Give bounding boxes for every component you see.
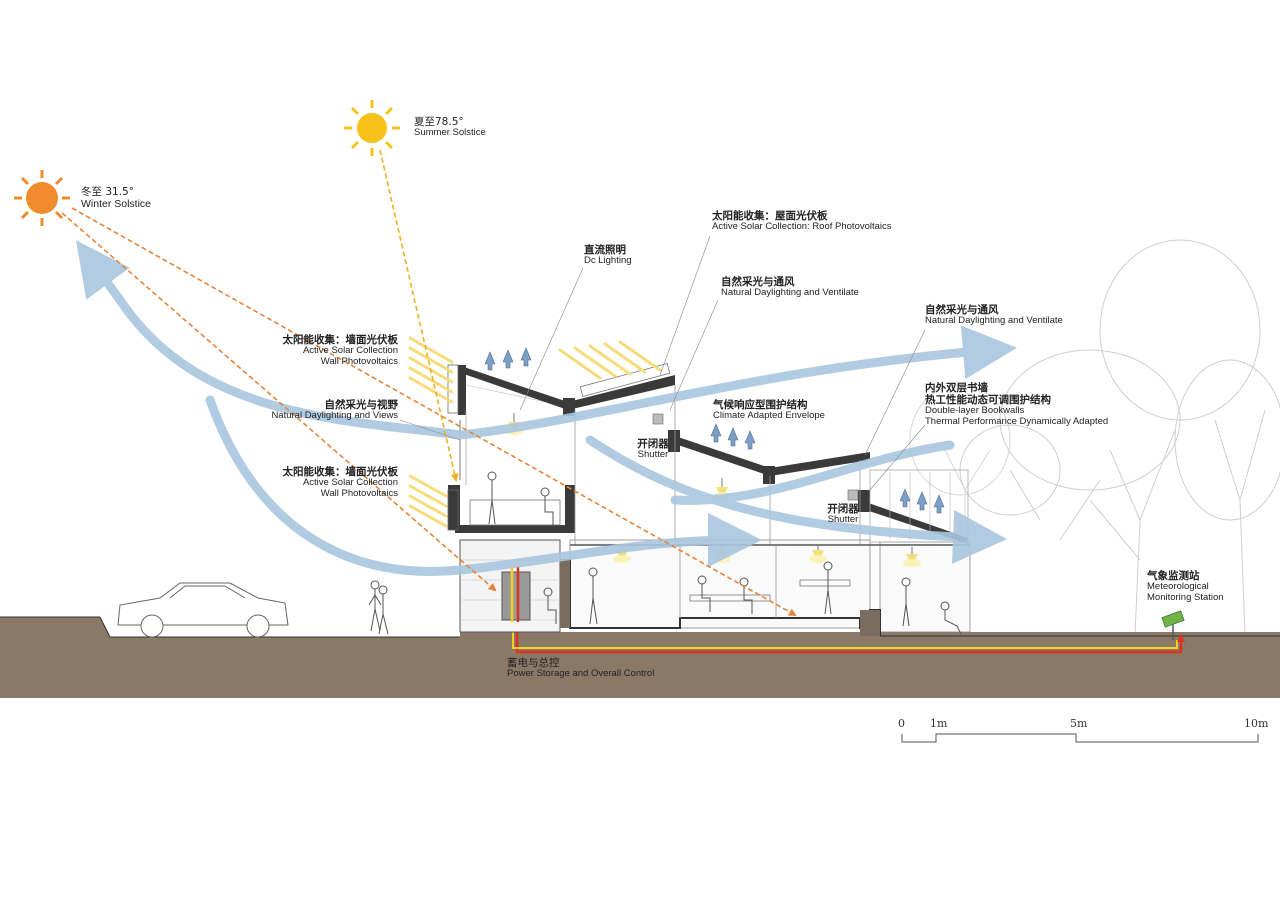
bookwalls-zh2: 热工性能动态可调围护结构 — [925, 394, 1051, 407]
scale-tick-5m: 5m — [1070, 717, 1088, 730]
wall-pv-2-en2: Wall Photovoltaics — [320, 487, 398, 499]
weather-station-icon — [1161, 610, 1185, 640]
power-storage-zh: 蓄电与总控 — [507, 657, 560, 669]
daylight-views-zh: 自然采光与视野 — [324, 399, 399, 411]
bookwalls-zh1: 内外双层书墙 — [925, 382, 988, 394]
shutter-2-zh: 开闭器 — [827, 503, 859, 515]
bookwalls-en1: Double-layer Bookwalls — [925, 405, 1025, 417]
roof-pv-en: Active Solar Collection: Roof Photovolta… — [712, 221, 892, 233]
wall-pv-label-2: 太阳能收集：墙面光伏板 Active Solar Collection Wall… — [250, 466, 399, 500]
daylight-views-en: Natural Daylighting and Views — [271, 410, 398, 422]
wall-pv-1-en2: Wall Photovoltaics — [320, 355, 398, 367]
daylight-vent-2-zh: 自然采光与通风 — [925, 304, 999, 316]
bookwalls-label: 内外双层书墙 热工性能动态可调围护结构 Double-layer Bookwal… — [925, 382, 1108, 428]
scale-tick-1m: 1m — [930, 717, 948, 730]
updraft-arrows — [484, 347, 945, 514]
airflow-arrows — [75, 240, 1017, 576]
winter-solstice-label: 冬至 31.5° Winter Solstice — [81, 186, 151, 210]
daylight-views-label: 自然采光与视野 Natural Daylighting and Views — [240, 399, 398, 422]
shutter-2-en: Shutter — [827, 514, 859, 526]
people — [368, 471, 962, 635]
shutter-label-1: 开闭器 Shutter — [630, 438, 676, 461]
power-storage-en: Power Storage and Overall Control — [507, 668, 655, 680]
climate-envelope-en: Climate Adapted Envelope — [713, 410, 825, 422]
daylight-vent-1-en: Natural Daylighting and Ventilate — [721, 287, 859, 299]
sun-ray-lines — [61, 149, 797, 616]
shutter-1-zh: 开闭器 — [637, 438, 669, 450]
summer-sun-icon — [344, 100, 400, 156]
scale-tick-10m: 10m — [1244, 717, 1269, 730]
bookwalls-en2: Thermal Performance Dynamically Adapted — [925, 416, 1109, 428]
dc-lighting-label: 直流照明 Dc Lighting — [584, 244, 632, 267]
daylight-vent-2-en: Natural Daylighting and Ventilate — [925, 315, 1063, 327]
wall-pv-2-en1: Active Solar Collection — [302, 477, 398, 489]
roof-pv-label: 太阳能收集：屋面光伏板 Active Solar Collection: Roo… — [712, 210, 892, 233]
wall-pv-label-1: 太阳能收集：墙面光伏板 Active Solar Collection Wall… — [250, 334, 399, 368]
shutter-1-en: Shutter — [637, 449, 669, 461]
dc-lighting-zh: 直流照明 — [584, 244, 626, 256]
winter-sun-icon — [14, 170, 70, 226]
wall-pv-1-zh: 太阳能收集：墙面光伏板 — [282, 334, 399, 346]
roof-pv-zh: 太阳能收集：屋面光伏板 — [712, 210, 828, 222]
summer-solstice-label: 夏至78.5° Summer Solstice — [414, 116, 486, 139]
tree-sketch-right — [959, 239, 1280, 636]
weather-station-zh: 气象监测站 — [1147, 570, 1200, 582]
car-sketch — [117, 582, 289, 638]
climate-envelope-label: 气候响应型围护结构 Climate Adapted Envelope — [713, 399, 825, 422]
dc-lighting-en: Dc Lighting — [584, 255, 632, 267]
solar-ray-bundles — [408, 336, 662, 528]
weather-station-label: 气象监测站 Meteorological Monitoring Station — [1147, 570, 1224, 604]
winter-solstice-en: Winter Solstice — [81, 198, 152, 211]
scale-bar — [901, 733, 1259, 743]
wall-pv-2-zh: 太阳能收集：墙面光伏板 — [282, 466, 399, 478]
daylight-vent-label-2: 自然采光与通风 Natural Daylighting and Ventilat… — [925, 304, 1063, 327]
battery-storage — [501, 571, 531, 621]
climate-envelope-zh: 气候响应型围护结构 — [713, 399, 808, 411]
daylight-vent-1-zh: 自然采光与通风 — [721, 276, 795, 288]
leader-lines — [399, 235, 926, 491]
summer-solstice-zh: 夏至78.5° — [414, 116, 464, 128]
weather-station-en2: Monitoring Station — [1147, 591, 1224, 603]
daylight-vent-label-1: 自然采光与通风 Natural Daylighting and Ventilat… — [721, 276, 859, 299]
winter-solstice-zh: 冬至 31.5° — [81, 186, 134, 198]
summer-solstice-en: Summer Solstice — [414, 127, 486, 139]
shutter-label-2: 开闭器 Shutter — [820, 503, 866, 526]
wall-pv-1-en1: Active Solar Collection — [302, 345, 398, 357]
scale-tick-0: 0 — [898, 717, 905, 730]
power-storage-label: 蓄电与总控 Power Storage and Overall Control — [507, 657, 654, 680]
weather-station-en1: Meteorological — [1147, 581, 1209, 593]
shutter-device-2 — [847, 489, 859, 501]
power-line — [512, 632, 1185, 654]
shutter-device-1 — [652, 413, 664, 425]
